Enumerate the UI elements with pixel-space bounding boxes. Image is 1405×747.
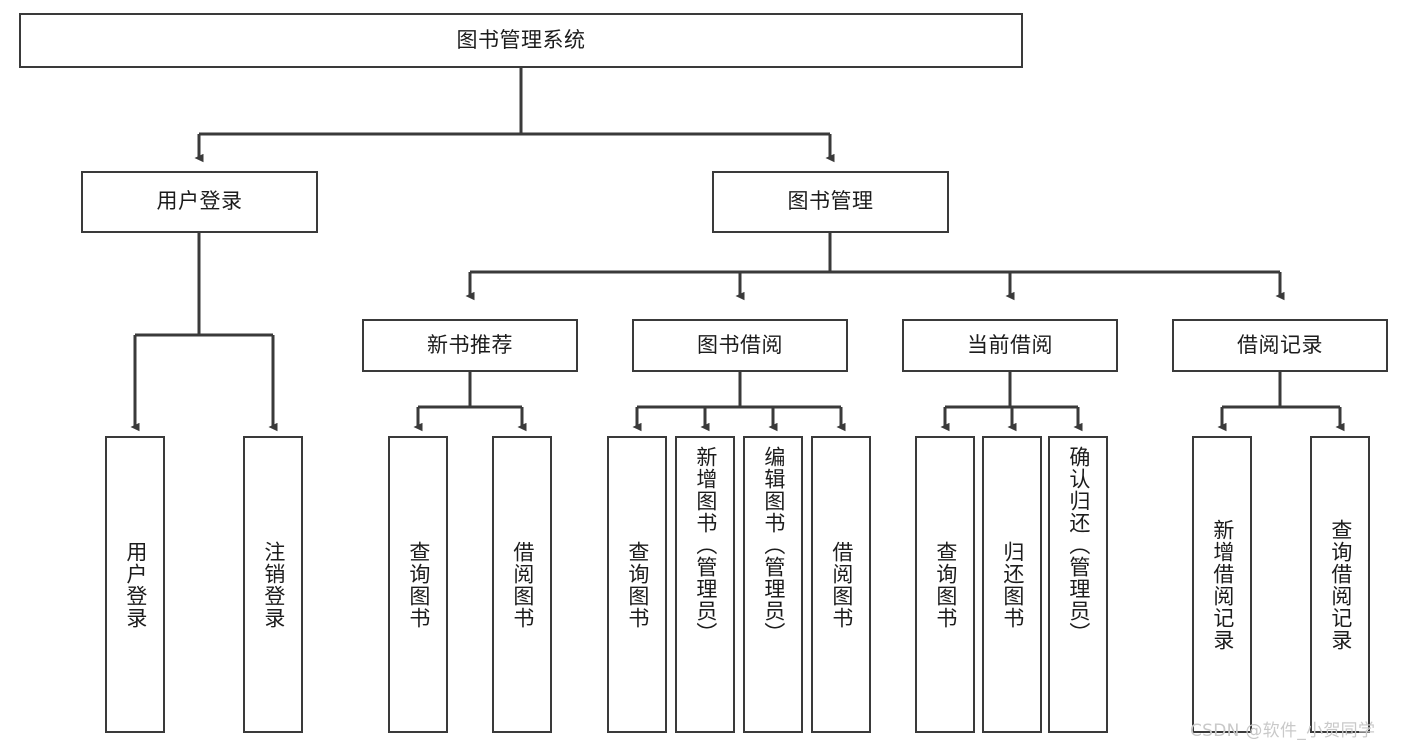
- leaf-user-login-login[interactable]: 用户登录: [105, 436, 165, 733]
- node-label: 借阅图书: [510, 540, 535, 629]
- node-label: 新书推荐: [427, 332, 513, 357]
- leaf-current-query-book[interactable]: 查询图书: [915, 436, 975, 733]
- node-label: 新增图书（管理员）: [693, 446, 718, 644]
- node-label: 用户登录: [123, 540, 148, 629]
- leaf-record-add-record[interactable]: 新增借阅记录: [1192, 436, 1252, 733]
- leaf-current-confirm-return-admin[interactable]: 确认归还（管理员）: [1048, 436, 1108, 733]
- leaf-borrow-edit-book-admin[interactable]: 编辑图书（管理员）: [743, 436, 803, 733]
- node-label: 注销登录: [261, 540, 286, 629]
- node-label: 借阅记录: [1237, 332, 1323, 357]
- node-new-book-recommend[interactable]: 新书推荐: [362, 319, 578, 372]
- node-borrow-record[interactable]: 借阅记录: [1172, 319, 1388, 372]
- node-label: 归还图书: [1000, 540, 1025, 629]
- node-label: 当前借阅: [967, 332, 1053, 357]
- node-label: 图书借阅: [697, 332, 783, 357]
- leaf-borrow-query-book[interactable]: 查询图书: [607, 436, 667, 733]
- node-label: 查询图书: [406, 540, 431, 629]
- node-label: 图书管理: [787, 189, 874, 214]
- node-label: 确认归还（管理员）: [1066, 446, 1091, 644]
- node-label: 查询图书: [933, 540, 958, 629]
- node-label: 图书管理系统: [456, 27, 586, 52]
- node-label: 查询图书: [625, 540, 650, 629]
- node-user-login[interactable]: 用户登录: [81, 171, 318, 233]
- node-label: 新增借阅记录: [1210, 518, 1235, 651]
- leaf-borrow-borrow-book[interactable]: 借阅图书: [811, 436, 871, 733]
- node-label: 借阅图书: [829, 540, 854, 629]
- node-label: 编辑图书（管理员）: [761, 446, 786, 644]
- node-label: 查询借阅记录: [1328, 518, 1353, 651]
- node-book-borrow[interactable]: 图书借阅: [632, 319, 848, 372]
- node-book-management[interactable]: 图书管理: [712, 171, 949, 233]
- leaf-new-book-borrow[interactable]: 借阅图书: [492, 436, 552, 733]
- leaf-record-query-record[interactable]: 查询借阅记录: [1310, 436, 1370, 733]
- leaf-borrow-add-book-admin[interactable]: 新增图书（管理员）: [675, 436, 735, 733]
- leaf-user-login-logout[interactable]: 注销登录: [243, 436, 303, 733]
- leaf-new-book-query[interactable]: 查询图书: [388, 436, 448, 733]
- leaf-current-return-book[interactable]: 归还图书: [982, 436, 1042, 733]
- node-root-system[interactable]: 图书管理系统: [19, 13, 1023, 68]
- node-current-borrow[interactable]: 当前借阅: [902, 319, 1118, 372]
- csdn-watermark: CSDN @软件_小贺同学: [1190, 721, 1376, 741]
- node-label: 用户登录: [156, 189, 243, 214]
